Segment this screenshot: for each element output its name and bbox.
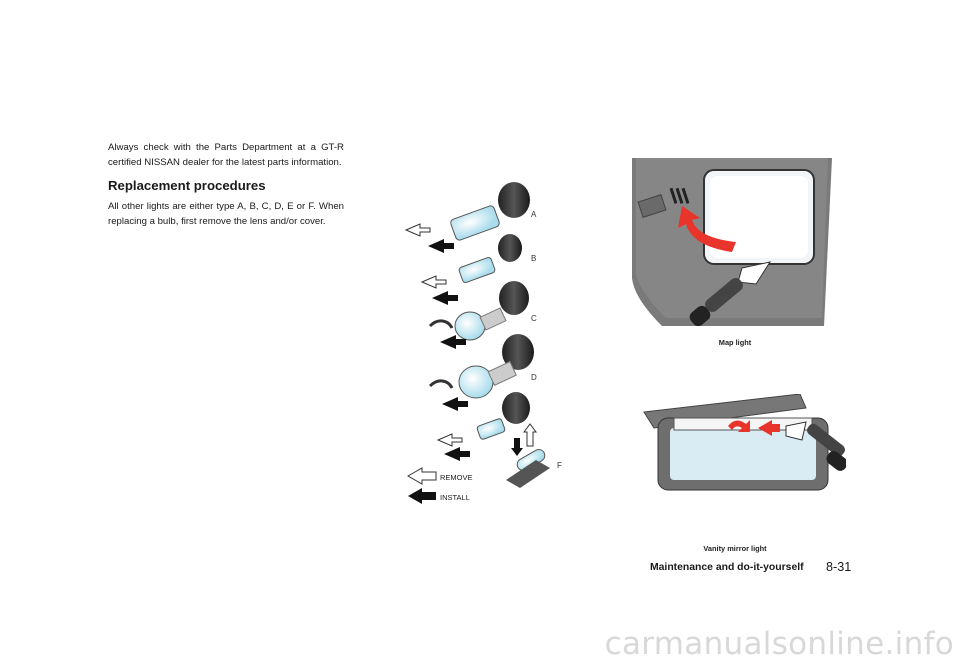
red-arrow-left bbox=[728, 420, 750, 432]
label-e: E bbox=[523, 405, 528, 414]
body-paragraph: All other lights are either type A, B, C… bbox=[108, 201, 344, 227]
page-number: 8-31 bbox=[826, 560, 852, 574]
screwdriver bbox=[689, 261, 772, 327]
bulb-b bbox=[420, 234, 522, 305]
label-c: C bbox=[531, 314, 537, 323]
watermark-text: carmanualsonline.info bbox=[604, 626, 954, 662]
footer-section-title: Maintenance and do-it-yourself bbox=[650, 562, 804, 573]
screwdriver-vanity bbox=[785, 421, 848, 471]
bulb-a bbox=[404, 182, 530, 253]
section-heading: Replacement procedures bbox=[108, 178, 266, 193]
legend-remove-label: REMOVE bbox=[440, 473, 473, 482]
bulb-c bbox=[428, 281, 529, 349]
text-column: Always check with the Parts Department a… bbox=[108, 140, 344, 229]
red-arrow-right bbox=[758, 420, 780, 436]
map-light-figure bbox=[632, 158, 832, 327]
bulb-e bbox=[436, 392, 530, 461]
legend-install bbox=[408, 488, 436, 504]
vent-slots bbox=[669, 187, 690, 204]
intro-paragraph: Always check with the Parts Department a… bbox=[108, 142, 344, 168]
legend-remove bbox=[406, 467, 437, 485]
label-d: D bbox=[531, 373, 537, 382]
red-curved-arrow bbox=[678, 206, 736, 252]
label-a: A bbox=[531, 210, 537, 219]
map-light-caption: Map light bbox=[718, 338, 752, 347]
label-f: F bbox=[557, 461, 562, 470]
vanity-mirror-figure bbox=[640, 393, 848, 514]
bulb-d bbox=[428, 334, 534, 411]
vanity-mirror-caption: Vanity mirror light bbox=[703, 544, 767, 553]
label-b: B bbox=[531, 254, 536, 263]
legend-install-label: INSTALL bbox=[440, 493, 470, 502]
bulb-types-figure: A B C D E F REMOVE INSTALL bbox=[398, 170, 580, 510]
bulb-f bbox=[506, 423, 550, 488]
